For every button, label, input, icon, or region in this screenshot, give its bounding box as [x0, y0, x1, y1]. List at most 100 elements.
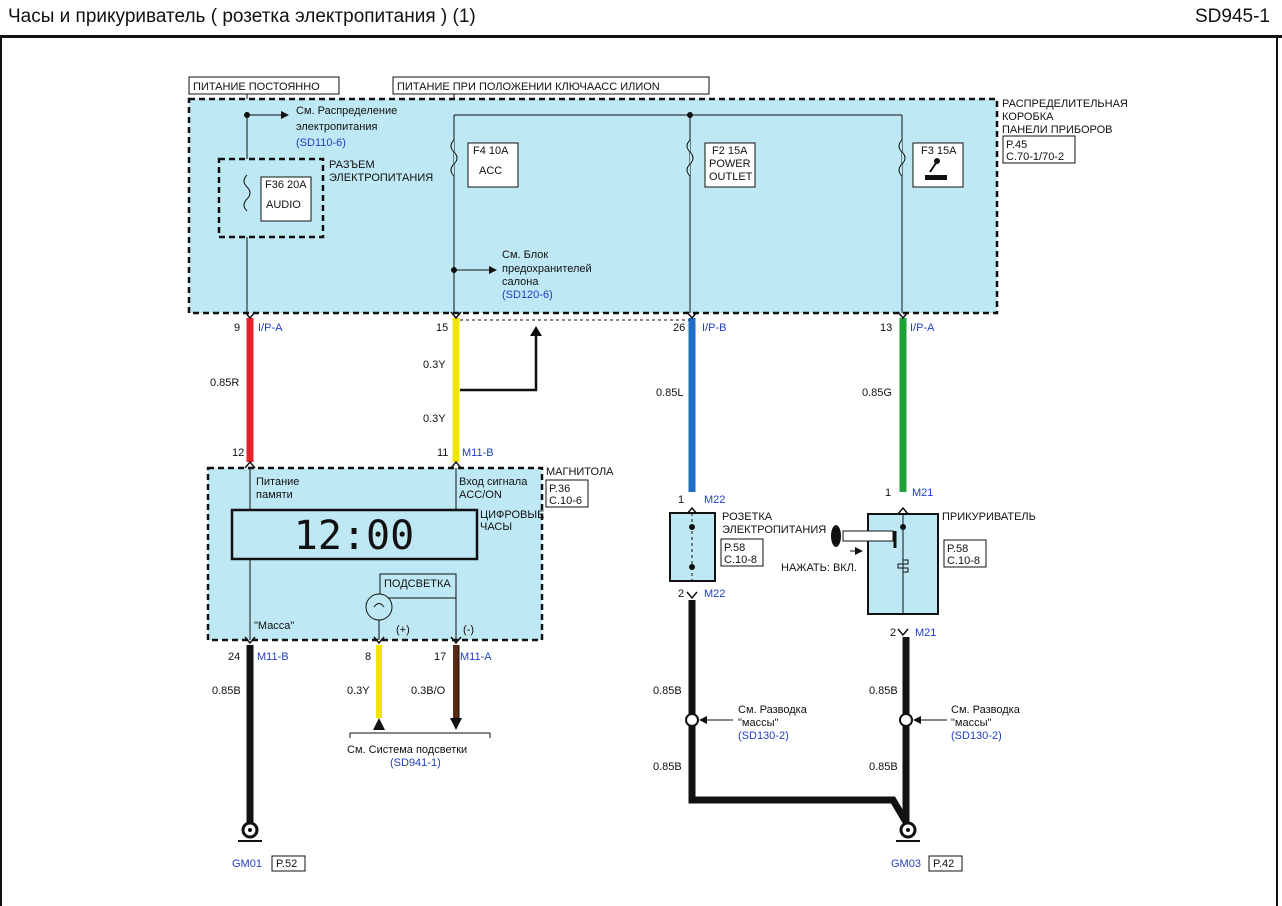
outlet-ground-ref-code: (SD130-2): [738, 730, 789, 742]
junction-box-title-1: РАСПРЕДЕЛИТЕЛЬНАЯ: [1002, 98, 1128, 110]
pin-24-connector: M11-B: [257, 651, 289, 663]
fuse-block-ref-1: См. Блок: [502, 249, 548, 261]
frame-right-border: [1276, 35, 1278, 906]
outlet-ref-box: [720, 538, 764, 567]
power-connector-label-2: ЭЛЕКТРОПИТАНИЯ: [329, 172, 433, 184]
audio-fuse-icon: [243, 174, 251, 212]
m22-pin-1-connector: M22: [704, 494, 725, 506]
wire-085l-label: 0.85L: [656, 387, 684, 399]
power-connector-label-1: РАЗЪЕМ: [329, 159, 375, 171]
wire-085r-label: 0.85R: [210, 377, 239, 389]
cigarette-lighter-icon: [925, 158, 947, 180]
m22-pin-2-connector: M22: [704, 588, 725, 600]
junction-box-ref-2: C.70-1/70-2: [1006, 151, 1064, 163]
wire-085b-label-2: 0.85B: [653, 685, 682, 697]
connector-chevrons-top: [244, 311, 909, 320]
radio-title: МАГНИТОЛА: [546, 466, 614, 478]
outlet-fuse-box: [704, 142, 756, 188]
pin-9: 9: [234, 322, 240, 334]
ground-gm03-label: GM03: [891, 858, 921, 870]
pin-17: 17: [434, 651, 446, 663]
audio-fuse-name: AUDIO: [266, 199, 301, 211]
wire-03bo-label: 0.3B/O: [411, 685, 446, 697]
digital-clock-value: 12:00: [294, 513, 414, 559]
fuse-block-ref-3: салона: [502, 276, 539, 288]
wire-085g-label: 0.85G: [862, 387, 892, 399]
wire-black-outlet-ground: [688, 600, 910, 824]
ground-gm03-icon: [896, 821, 920, 842]
memory-power-label-1: Питание: [256, 476, 299, 488]
lighter-fuse-rating: F3 15A: [921, 145, 957, 157]
outlet-fuse-name-2: OUTLET: [709, 171, 753, 183]
connector-chevrons-radio-bottom: [244, 636, 462, 645]
wire-085b-label-4: 0.85B: [869, 685, 898, 697]
acc-fuse-box: [467, 142, 519, 188]
ground-gm01-ref: P.52: [276, 858, 297, 870]
digital-clock-display: [230, 508, 479, 561]
power-dist-ref-code: (SD110-6): [296, 137, 346, 149]
outlet-ground-ref-1: См. Разводка: [738, 704, 808, 716]
lighter-splice: [899, 713, 913, 727]
acc-fuse-rating: F4 10A: [473, 145, 509, 157]
outlet-ref-1: P.58: [724, 542, 745, 554]
lighting-ref-bracket: [349, 732, 491, 738]
wire-085b-label-3: 0.85B: [653, 761, 682, 773]
ground-gm03-ref-box: [928, 855, 963, 872]
lighter-ground-ref-1: См. Разводка: [951, 704, 1021, 716]
digital-clock-label-2: ЧАСЫ: [480, 521, 512, 533]
outlet-fuse-name-1: POWER: [709, 158, 751, 170]
fuse-block-ref-code: (SD120-6): [502, 289, 553, 301]
m22-pin-2: 2: [678, 588, 684, 600]
m21-pin-1: 1: [885, 487, 891, 499]
backlight-up-arrow: [373, 718, 385, 730]
junction-box-title-3: ПАНЕЛИ ПРИБОРОВ: [1002, 124, 1113, 136]
pin-26: 26: [673, 322, 685, 334]
lighter-ground-ref-code: (SD130-2): [951, 730, 1002, 742]
lighter-fuse-icon: [898, 139, 906, 177]
lighting-ref-code: (SD941-1): [390, 757, 441, 769]
constant-power-box: [188, 76, 340, 95]
frame-left-border: [0, 35, 2, 906]
outlet-label-2: ЭЛЕКТРОПИТАНИЯ: [722, 524, 826, 536]
wire-03y-label-c: 0.3Y: [347, 685, 370, 697]
junction-box-ref-1: P.45: [1006, 139, 1027, 151]
m22-pin-1: 1: [678, 494, 684, 506]
lighter-ref-1: P.58: [947, 543, 968, 555]
pin-8: 8: [365, 651, 371, 663]
backlight-label: ПОДСВЕТКА: [384, 578, 451, 590]
radio-mass-label: "Масса": [254, 620, 294, 632]
wire-03y-label-a: 0.3Y: [423, 359, 446, 371]
junction-box-ref-box: [1002, 135, 1076, 164]
digital-clock-label-1: ЦИФРОВЫЕ: [480, 509, 544, 521]
ground-gm01-label: GM01: [232, 858, 262, 870]
ground-gm03-ref: P.42: [933, 858, 954, 870]
acc-branch-arrow: [530, 326, 542, 336]
outlet-contact-top: [689, 524, 695, 530]
lighting-ref-1: См. Система подсветки: [347, 744, 467, 756]
junction-box-title-2: КОРОБКА: [1002, 111, 1054, 123]
pin-9-connector: I/P-A: [258, 322, 283, 334]
page-title: Часы и прикуриватель ( розетка электропи…: [8, 6, 476, 27]
push-on-label: НАЖАТЬ: ВКЛ.: [781, 562, 857, 574]
outlet-label-1: РОЗЕТКА: [722, 511, 773, 523]
outlet-ref-2: C.10-8: [724, 554, 757, 566]
key-power-box: [392, 76, 710, 95]
lighter-heater-element: [897, 559, 909, 573]
lighter-ref-2: C.10-8: [947, 555, 980, 567]
pin-15: 15: [436, 322, 448, 334]
diagram-code: SD945-1: [1195, 6, 1270, 27]
pin-17-connector: M11-A: [460, 651, 492, 663]
power-outlet-box: [669, 512, 716, 582]
radio-ref-2: C.10-6: [549, 495, 582, 507]
connector-chevrons-radio: [244, 460, 462, 469]
pin-13: 13: [880, 322, 892, 334]
push-button-icon: [831, 525, 897, 548]
wire-085b-label-5: 0.85B: [869, 761, 898, 773]
lighter-ground-ref-2: "массы": [951, 717, 991, 729]
constant-power-label: ПИТАНИЕ ПОСТОЯННО: [193, 81, 320, 93]
power-dist-ref-2: электропитания: [296, 121, 377, 133]
key-power-label: ПИТАНИЕ ПРИ ПОЛОЖЕНИИ КЛЮЧААСС ИЛИОN: [397, 81, 660, 93]
m21-pin-1-connector: M21: [912, 487, 933, 499]
outlet-fuse-icon: [686, 139, 694, 177]
